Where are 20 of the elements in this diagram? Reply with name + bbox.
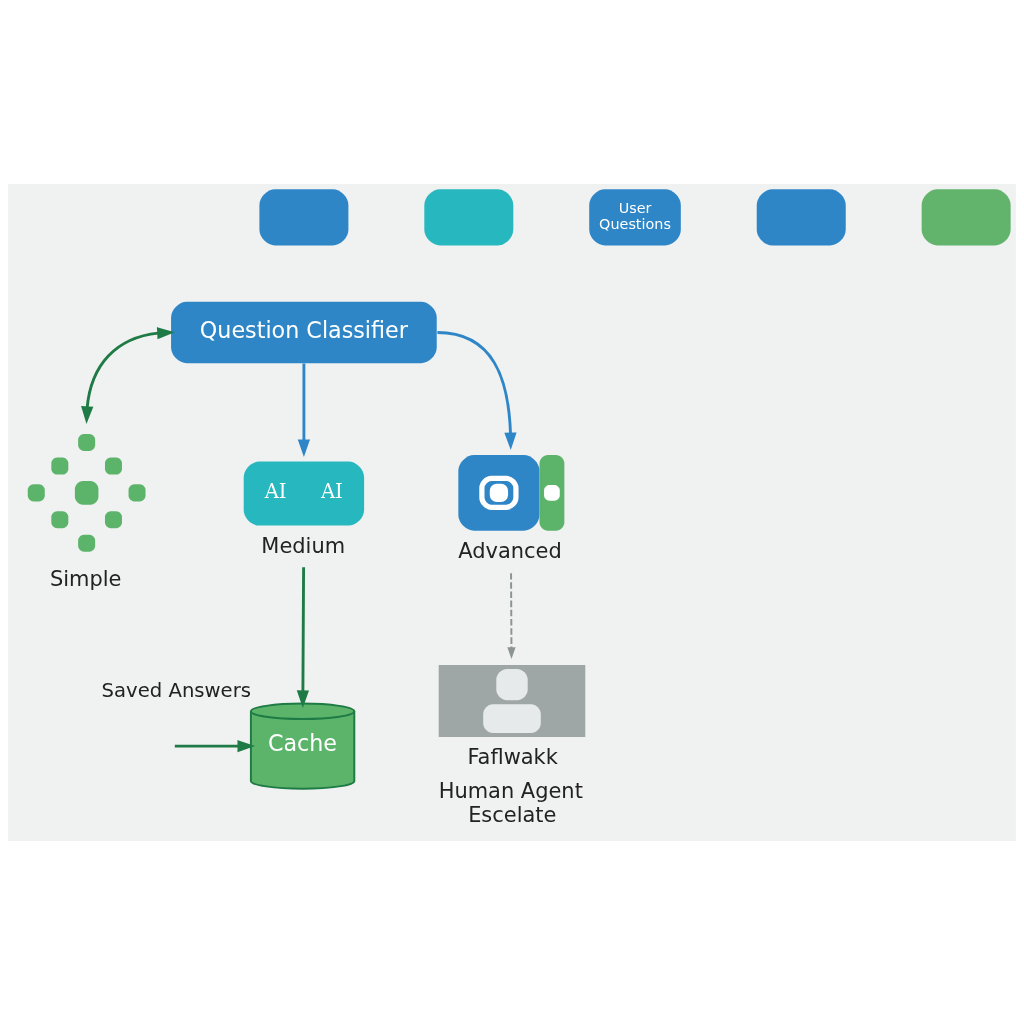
node-box: User Questions	[589, 188, 681, 245]
node-label: Advanced	[458, 538, 562, 563]
node-bubble	[424, 188, 514, 245]
node-bubble	[756, 188, 846, 245]
node-bubble	[259, 188, 349, 245]
node-box: Question Classifier	[171, 301, 437, 363]
node-label: Faflwakk	[467, 744, 558, 769]
arrow	[507, 571, 516, 659]
arrow	[81, 326, 175, 424]
arrow	[297, 363, 311, 457]
arrow	[437, 330, 517, 450]
node-label: Human Agent Escelate	[438, 778, 583, 827]
node-box: AI AI	[243, 460, 365, 526]
node-label: Medium	[261, 533, 346, 558]
node-label: Saved Answers	[101, 678, 251, 702]
node-box	[438, 664, 586, 737]
arrow	[296, 566, 310, 708]
arrow	[174, 739, 256, 752]
node-bubble	[921, 188, 1011, 245]
node-label: Simple	[50, 566, 122, 591]
